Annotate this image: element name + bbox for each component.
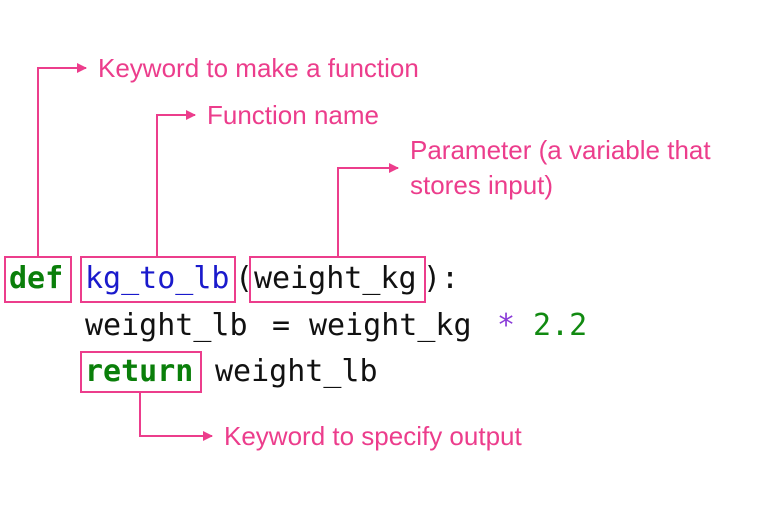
return-keyword: return — [85, 354, 194, 389]
function-name-box — [80, 256, 236, 303]
return-connector-arrow — [139, 392, 213, 441]
multiplicand: weight_kg — [309, 308, 472, 343]
parameter-annotation-line-1: Parameter (a variable that — [410, 135, 711, 165]
def-keyword: def — [9, 261, 64, 296]
number-literal: 2.2 — [533, 308, 588, 343]
def-connector-arrow — [37, 63, 87, 257]
function-name: kg_to_lb — [85, 261, 230, 296]
assign-target: weight_lb — [85, 308, 248, 343]
return-keyword-box — [80, 351, 202, 393]
parameter-box — [249, 256, 426, 303]
parameter-annotation-line-2: stores input) — [410, 170, 554, 200]
parameter-name: weight_kg — [254, 261, 417, 296]
return-value: weight_lb — [215, 354, 378, 389]
open-paren: ( — [235, 261, 254, 296]
param-connector-arrow — [337, 163, 399, 257]
multiply-operator: * — [497, 308, 516, 343]
def-annotation: Keyword to make a function — [98, 53, 419, 83]
equals-operator: = — [272, 308, 291, 343]
function-name-annotation: Function name — [207, 100, 379, 130]
close-paren-colon: ): — [423, 261, 460, 296]
return-annotation: Keyword to specify output — [224, 421, 522, 451]
def-keyword-box — [4, 256, 72, 303]
name-connector-arrow — [156, 110, 196, 257]
